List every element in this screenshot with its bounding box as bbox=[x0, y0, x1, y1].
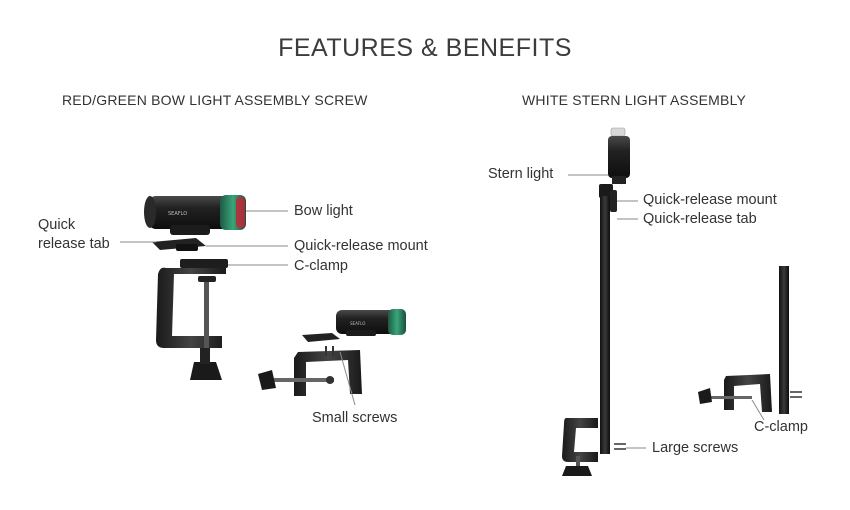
label-bow-c-clamp: C-clamp bbox=[294, 258, 348, 274]
svg-text:SEAFLO: SEAFLO bbox=[168, 211, 187, 217]
label-bow-quick-release-mount: Quick-release mount bbox=[294, 238, 428, 254]
label-stern-c-clamp: C-clamp bbox=[754, 419, 808, 435]
stern-section-heading: WHITE STERN LIGHT ASSEMBLY bbox=[522, 92, 747, 108]
bow-leader-lines bbox=[120, 210, 356, 406]
bow-light-large: SEAFLO bbox=[144, 195, 246, 235]
c-clamp-large bbox=[156, 259, 228, 380]
c-clamp-small bbox=[258, 346, 362, 396]
label-quick-release-tab-line2: release tab bbox=[38, 236, 110, 252]
label-stern-light: Stern light bbox=[488, 166, 554, 182]
stern-pole-long bbox=[599, 184, 617, 454]
page-title: FEATURES & BENEFITS bbox=[278, 34, 572, 62]
label-quick-release-tab-line1: Quick bbox=[38, 217, 76, 233]
label-large-screws: Large screws bbox=[652, 440, 739, 456]
label-small-screws: Small screws bbox=[312, 410, 398, 426]
bow-section-heading: RED/GREEN BOW LIGHT ASSEMBLY SCREW bbox=[62, 92, 368, 108]
label-stern-quick-release-tab: Quick-release tab bbox=[643, 211, 757, 227]
stern-light-part bbox=[608, 127, 630, 184]
stern-pole-short bbox=[779, 266, 789, 414]
stern-c-clamp-small bbox=[698, 374, 802, 412]
stern-c-clamp-bottom bbox=[562, 418, 626, 476]
label-quick-release-tab: Quick release tab bbox=[38, 216, 110, 254]
label-stern-quick-release-mount: Quick-release mount bbox=[643, 192, 777, 208]
small-mount-part bbox=[302, 333, 340, 342]
stern-leader-lines bbox=[568, 174, 765, 449]
quick-release-tab-part bbox=[152, 238, 206, 251]
bow-light-small: SEAFLO bbox=[336, 309, 406, 336]
svg-text:SEAFLO: SEAFLO bbox=[350, 321, 365, 326]
label-bow-light: Bow light bbox=[294, 203, 353, 219]
